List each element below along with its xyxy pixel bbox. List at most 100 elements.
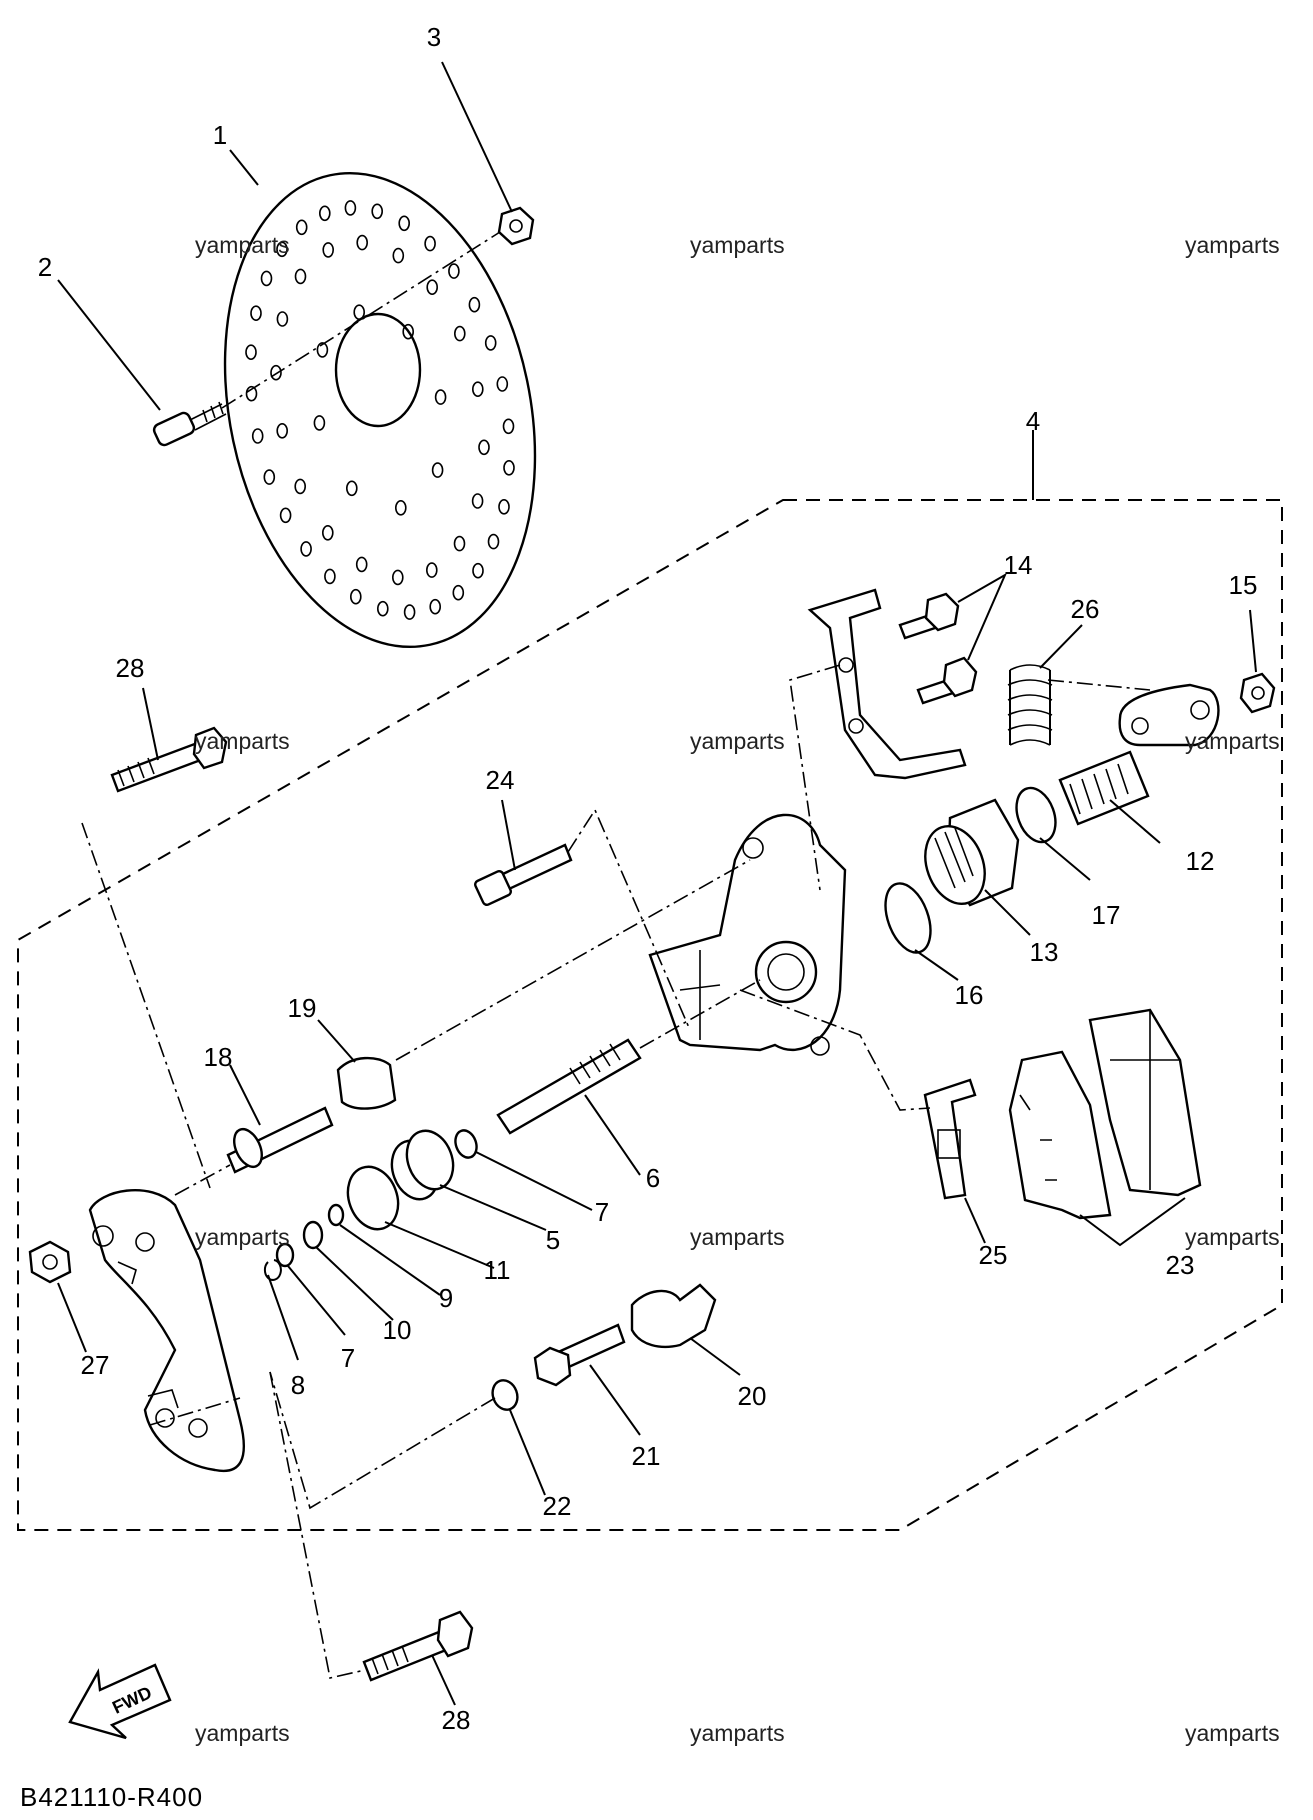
disc-hole bbox=[471, 493, 484, 509]
disc-hole bbox=[468, 296, 481, 313]
leader-1 bbox=[229, 149, 259, 186]
disc-hole bbox=[452, 584, 465, 601]
disc-hole bbox=[294, 268, 307, 285]
washer-10 bbox=[302, 1220, 324, 1250]
callout-22: 22 bbox=[542, 1491, 572, 1521]
watermark: yamparts bbox=[690, 232, 785, 258]
collar bbox=[390, 1129, 455, 1201]
callout-11: 11 bbox=[483, 1255, 511, 1285]
watermark: yamparts bbox=[195, 1720, 290, 1746]
adjuster-bolt bbox=[1058, 750, 1150, 826]
callout-10: 10 bbox=[382, 1315, 412, 1345]
callout-28-lower: 28 bbox=[441, 1705, 471, 1735]
callout-21: 21 bbox=[631, 1441, 661, 1471]
leader-14 bbox=[957, 572, 1008, 661]
axis-parking bbox=[789, 664, 841, 891]
callout-12: 12 bbox=[1185, 846, 1215, 876]
disc-hole bbox=[496, 376, 509, 392]
disc-hole bbox=[394, 499, 407, 516]
disc-hole bbox=[349, 588, 362, 605]
parking-bolt-1 bbox=[898, 592, 960, 640]
disc-hole bbox=[355, 556, 368, 573]
watermark: yamparts bbox=[690, 1720, 785, 1746]
leader-17 bbox=[1039, 837, 1091, 881]
pin-boot bbox=[336, 1056, 397, 1110]
disc-hole bbox=[425, 562, 438, 578]
leader-15 bbox=[1249, 609, 1257, 673]
disc-hole bbox=[392, 247, 405, 264]
callout-27: 27 bbox=[80, 1350, 110, 1380]
bracket-bolt-lower bbox=[362, 1610, 474, 1682]
disc-hole bbox=[294, 478, 307, 495]
slide-pin bbox=[474, 843, 573, 907]
leader-2 bbox=[57, 279, 161, 411]
disc-hole bbox=[276, 422, 289, 439]
lever-nut bbox=[1239, 672, 1276, 714]
disc-hole bbox=[448, 263, 460, 279]
callout-23: 23 bbox=[1165, 1250, 1195, 1280]
disc-nut bbox=[497, 206, 535, 246]
o-ring-9 bbox=[327, 1203, 345, 1227]
axis-pad bbox=[739, 989, 931, 1111]
disc-hole bbox=[403, 604, 416, 620]
leader-21 bbox=[589, 1364, 641, 1436]
callout-24: 24 bbox=[485, 765, 515, 795]
brake-pad-outer bbox=[1088, 1008, 1202, 1197]
disc-hole bbox=[316, 342, 329, 358]
disc-hole bbox=[263, 469, 276, 485]
pin-boot-lower bbox=[630, 1283, 717, 1349]
leader-19 bbox=[317, 1019, 356, 1063]
disc-hole bbox=[502, 418, 515, 435]
disc-hole bbox=[429, 598, 442, 615]
parking-bracket bbox=[807, 588, 967, 780]
disc-hole bbox=[250, 305, 262, 322]
axis-pin-18 bbox=[174, 1164, 231, 1196]
bracket-bolt-upper bbox=[110, 726, 228, 793]
callout-19: 19 bbox=[287, 993, 317, 1023]
leader-6 bbox=[584, 1094, 641, 1176]
watermark: yamparts bbox=[1185, 232, 1280, 258]
callout-4: 4 bbox=[1025, 406, 1041, 436]
pad-spring bbox=[923, 1078, 977, 1200]
parking-bolt-2 bbox=[916, 656, 978, 705]
washer-7b bbox=[275, 1242, 295, 1268]
watermark: yamparts bbox=[690, 1224, 785, 1250]
axis-bracket bbox=[149, 1397, 241, 1426]
leader-16 bbox=[914, 949, 959, 981]
axis-boot bbox=[395, 859, 751, 1061]
callout-2: 2 bbox=[37, 252, 53, 282]
fwd-arrow-icon bbox=[68, 1663, 172, 1740]
parking-lever bbox=[1118, 683, 1220, 747]
drawing-code: B421110-R400 bbox=[20, 1782, 204, 1812]
callout-26: 26 bbox=[1070, 594, 1100, 624]
callout-6: 6 bbox=[645, 1163, 661, 1193]
disc-hole bbox=[424, 235, 436, 252]
callout-20: 20 bbox=[737, 1381, 767, 1411]
callout-8: 8 bbox=[290, 1370, 306, 1400]
leader-25 bbox=[964, 1197, 986, 1244]
disc-hole bbox=[300, 541, 312, 557]
leader-10 bbox=[315, 1246, 394, 1321]
leader-23 bbox=[1079, 1197, 1186, 1247]
disc-hole bbox=[318, 205, 331, 222]
callout-5: 5 bbox=[545, 1225, 561, 1255]
washer-7a bbox=[454, 1129, 478, 1159]
disc-hole bbox=[345, 480, 358, 497]
callout-16: 16 bbox=[954, 980, 984, 1010]
disc-hole bbox=[276, 241, 288, 258]
leader-3 bbox=[441, 61, 513, 213]
disc-hole bbox=[472, 562, 484, 579]
leader-5 bbox=[439, 1184, 547, 1231]
callout-17: 17 bbox=[1091, 900, 1121, 930]
callout-3: 3 bbox=[426, 22, 442, 52]
disc-hole bbox=[431, 462, 444, 478]
disc-bolt bbox=[152, 401, 227, 447]
leader-20 bbox=[689, 1337, 741, 1376]
callout-1: 1 bbox=[212, 120, 228, 150]
leader-13 bbox=[984, 889, 1031, 936]
disc-hole bbox=[471, 381, 484, 398]
disc-hole bbox=[356, 234, 369, 251]
bracket-nut bbox=[28, 1240, 72, 1284]
axis-bolt-upper bbox=[81, 822, 211, 1189]
piston-shaft bbox=[496, 1038, 642, 1135]
